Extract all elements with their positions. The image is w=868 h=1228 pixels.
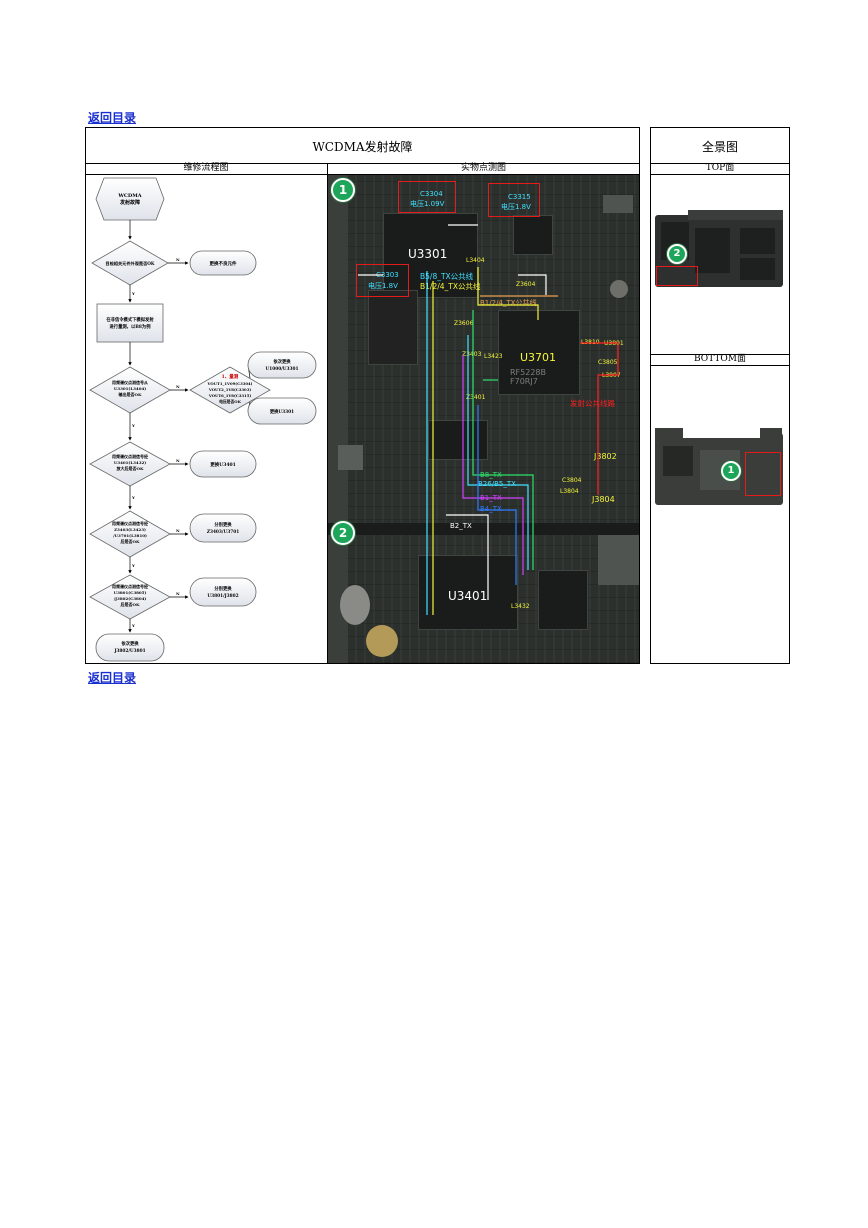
label-bus-b5-8: B5/8_TX公共线 — [420, 272, 474, 281]
svg-text:/J3802(C3804): /J3802(C3804) — [114, 596, 147, 601]
flow-end-shape — [95, 633, 165, 662]
box-c3304 — [398, 181, 456, 213]
svg-text:U3801(C3805): U3801(C3805) — [114, 590, 147, 595]
bottom-board-thumbnail: 1 — [655, 428, 783, 505]
top-board-thumbnail: 2 — [655, 210, 783, 287]
flow-a2a-shape — [247, 351, 317, 379]
label-chip-marking: RF5228B F70RJ7 — [510, 368, 547, 386]
svg-text:用频谱仪点测信号经: 用频谱仪点测信号经 — [111, 583, 148, 589]
svg-text:U3301(L3404): U3301(L3404) — [114, 386, 146, 391]
flow-q2b-title: 1、量测 — [222, 373, 239, 380]
svg-text:依次更换: 依次更换 — [121, 640, 139, 647]
label-u3701: U3701 — [520, 351, 557, 364]
bottom-side-label: BOTTOM面 — [694, 354, 746, 364]
svg-text:U3801/J3802: U3801/J3802 — [207, 594, 238, 599]
svg-text:依次更换: 依次更换 — [273, 358, 291, 365]
svg-text:电压是否OK: 电压是否OK — [219, 399, 241, 404]
flow-start-line2: 发射故障 — [119, 199, 140, 206]
svg-text:Y: Y — [131, 563, 135, 568]
svg-text:Y: Y — [131, 623, 135, 628]
top-side-label: TOP面 — [705, 163, 735, 173]
svg-text:U1000/U3301: U1000/U3301 — [266, 367, 299, 372]
svg-text:VOUT1_1V09(C3304): VOUT1_1V09(C3304) — [207, 381, 253, 386]
chip-u3301 — [383, 213, 478, 298]
svg-text:Y: Y — [131, 423, 135, 428]
chip-u3701 — [498, 310, 580, 395]
svg-text:N: N — [176, 384, 180, 389]
svg-text:用频谱仪点测信号经: 用频谱仪点测信号经 — [111, 520, 148, 526]
svg-text:VOUT6_1V8(C3315): VOUT6_1V8(C3315) — [208, 393, 251, 398]
repair-flowchart: WCDMA 发射故障 目检相关元件外观是否OK N 更换不良元件 Y 在非信令模… — [89, 177, 317, 662]
photo-badge-2: 2 — [331, 521, 355, 545]
svg-text:Z3403(L3423): Z3403(L3423) — [114, 527, 146, 532]
svg-text:N: N — [176, 591, 180, 596]
flow-column-header: 维修流程图 — [183, 163, 229, 173]
flow-step2-line1: 在非信令模式下模拟发射 — [106, 316, 154, 323]
flow-a4-shape — [189, 513, 257, 543]
svg-text:U3401(L3432): U3401(L3432) — [114, 460, 146, 465]
label-bus-b124-a: B1/2/4_TX公共线 — [420, 282, 481, 291]
flow-a1-text: 更换不良元件 — [210, 260, 237, 267]
chip-u3401 — [418, 555, 518, 630]
svg-text:输出是否OK: 输出是否OK — [119, 391, 142, 397]
pcb-photo: U3301 U3701 U3401 RF5228B F70RJ7 1 2 C33… — [328, 175, 639, 663]
box-c3303 — [356, 264, 409, 297]
box-c3315 — [488, 183, 540, 217]
flow-start-shape — [95, 177, 165, 221]
svg-text:放大后是否OK: 放大后是否OK — [116, 465, 144, 471]
svg-text:分别更换: 分别更换 — [214, 585, 232, 592]
back-to-index-link-top[interactable]: 返回目录 — [88, 111, 137, 125]
flow-q2b-shape — [189, 366, 271, 414]
main-title: WCDMA发射故障 — [312, 140, 413, 154]
flow-no-label: N — [176, 257, 180, 262]
label-tx-common-line: 发射公共线路 — [570, 399, 615, 408]
svg-text:VOUT2_1V8(C3303): VOUT2_1V8(C3303) — [208, 387, 251, 392]
flow-a1-shape — [189, 250, 257, 276]
label-j3804: J3804 — [592, 495, 615, 504]
svg-text:用频谱仪点测信号从: 用频谱仪点测信号从 — [111, 379, 148, 385]
svg-text:用频谱仪点测信号经: 用频谱仪点测信号经 — [111, 453, 148, 459]
bottom-board-badge-1: 1 — [721, 461, 741, 481]
flow-a2b-shape — [247, 397, 317, 425]
flow-yes-label: Y — [131, 291, 135, 296]
label-u3401: U3401 — [448, 589, 488, 603]
photo-column-header: 实物点测图 — [460, 163, 506, 173]
flow-a5-shape — [189, 577, 257, 607]
pcb-signal-traces — [358, 224, 619, 615]
svg-text:J3802/U3801: J3802/U3801 — [113, 649, 145, 654]
svg-text:后是否OK: 后是否OK — [121, 538, 140, 544]
svg-text:后是否OK: 后是否OK — [121, 601, 140, 607]
svg-text:分别更换: 分别更换 — [214, 521, 232, 528]
flow-q1-text: 目检相关元件外观是否OK — [105, 260, 155, 267]
svg-text:N: N — [176, 528, 180, 533]
label-u3301: U3301 — [408, 247, 448, 261]
svg-text:更换U3401: 更换U3401 — [210, 461, 235, 468]
flow-a3-shape — [189, 450, 257, 478]
svg-text:更换U3301: 更换U3301 — [270, 408, 294, 415]
svg-text:/U3701(L3810): /U3701(L3810) — [113, 533, 147, 538]
label-bus-b124-b: B1/2/4_TX公共线 — [480, 299, 537, 307]
panorama-title: 全景图 — [701, 140, 738, 154]
label-j3802: J3802 — [594, 452, 617, 461]
svg-text:Z3403/U3701: Z3403/U3701 — [207, 530, 239, 535]
svg-text:Y: Y — [131, 495, 135, 500]
panorama-panel — [650, 127, 790, 664]
flow-step2-line2: 进行量测，以B8为例 — [110, 323, 152, 330]
flow-step2-shape — [96, 303, 164, 343]
top-board-badge-2: 2 — [667, 244, 687, 264]
photo-badge-1: 1 — [331, 178, 355, 202]
flow-start-line1: WCDMA — [117, 193, 141, 199]
back-to-index-link-bottom[interactable]: 返回目录 — [88, 671, 137, 685]
svg-text:N: N — [176, 458, 180, 463]
